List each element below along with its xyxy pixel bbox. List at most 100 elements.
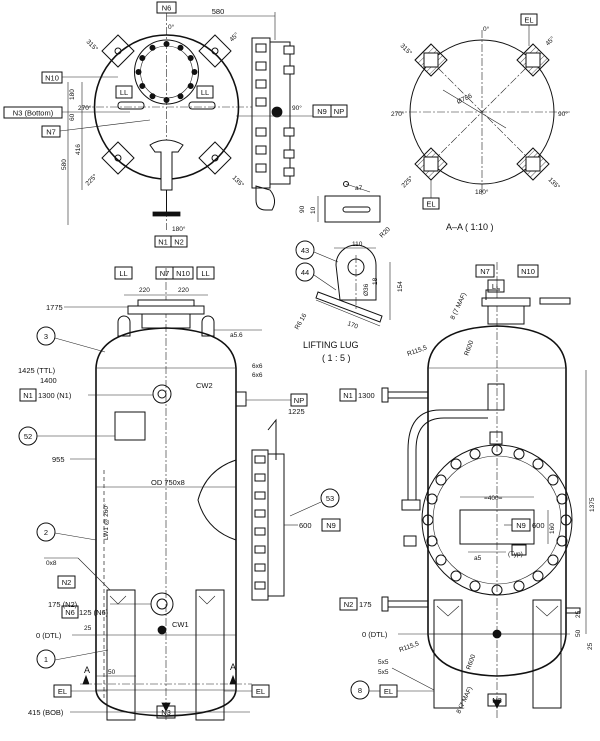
fv-n9-bolts [254, 455, 266, 590]
sv-dim-160: 160 [549, 523, 556, 534]
fv-od: OD 750x8 [151, 478, 185, 487]
aa-caption: A–A ( 1:10 ) [446, 222, 494, 232]
angle-45: 45° [228, 31, 241, 44]
sv-manway-bolts [422, 444, 572, 596]
ref-52: 52 [24, 432, 32, 441]
sv-n1: N1 [343, 391, 353, 400]
n10-label: N10 [45, 74, 59, 83]
sv-a5: a5 [474, 555, 482, 562]
sv-el-1300: 1300 [358, 391, 375, 400]
sv-el-175: 175 [359, 600, 372, 609]
ref-53-bubble [320, 488, 340, 508]
sv-dim-400: =400= [484, 495, 503, 502]
aa-angle-270: 270° [391, 110, 405, 118]
fv-np: NP [294, 396, 304, 405]
sv-r115-bot: R115,5 [398, 640, 420, 654]
lug-dim-18: 18 [372, 277, 379, 285]
fv-el-1425: 1425 (TTL) [18, 366, 56, 375]
fv-dim-220b: 220 [178, 287, 189, 294]
sv-dim-25a: 25 [575, 610, 582, 618]
aa-el-top: EL [524, 16, 533, 25]
sv-r600-bot: R600 [465, 653, 477, 670]
fv-dim-50: 50 [108, 669, 116, 676]
angle-0: 0° [168, 23, 175, 31]
lug-r6-16: R6 16 [294, 312, 309, 331]
aa-angle-135: 135° [547, 176, 562, 191]
aa-angle-315: 315° [399, 42, 414, 57]
ll-left-label: LL [120, 88, 128, 97]
lug-dim-90: 90 [299, 205, 306, 213]
fv-el-left: EL [58, 687, 67, 696]
fv-el-1775: 1775 [46, 303, 63, 312]
fv-cw2: CW2 [196, 381, 213, 390]
lug-plan [324, 195, 381, 223]
fv-weld-6x6b: 6x6 [252, 372, 263, 379]
fv-leg-left [106, 589, 136, 721]
ref-2-bubble [36, 522, 56, 542]
fv-el-415: 415 (BOB) [28, 708, 64, 717]
np-label: NP [334, 107, 344, 116]
aa-angle-0: 0° [483, 25, 490, 33]
lug-dim-170: 170 [346, 320, 359, 330]
flange-bolts-top [135, 41, 198, 104]
fv-el-125: 125 (N6) [79, 608, 109, 617]
sv-n10: N10 [521, 267, 535, 276]
lug-caption: LIFTING LUG [303, 340, 359, 350]
dim-180: 180 [69, 89, 76, 100]
sv-dim-1375: 1375 [589, 497, 596, 512]
top-view: N6 580 0° 315° 45° 225° 135° [3, 1, 348, 248]
sv-dim-25b: 25 [587, 642, 594, 650]
fv-n10: N10 [176, 269, 190, 278]
aa-leg-diamonds [414, 43, 550, 181]
sv-r600-top: R600 [463, 339, 475, 356]
fv-n9: N9 [326, 521, 336, 530]
ref-53: 53 [326, 494, 334, 503]
sv-weld-top: 8 (7 MAF) [449, 292, 468, 321]
fv-el-1400: 1400 [40, 376, 57, 385]
n9-flange-bolts [255, 43, 295, 177]
sv-ll: LL [492, 282, 500, 291]
fv-el-1225: 1225 [288, 407, 305, 416]
ll-right-label: LL [201, 88, 209, 97]
fv-el-1300: 1300 (N1) [38, 391, 72, 400]
section-aa: 0° 315° 45° 270° 90° 225° 135° 180° Ø786… [391, 13, 570, 232]
fv-el-25: 25 [84, 625, 92, 632]
lug-dia-36: Ø36 [363, 283, 370, 296]
sv-el-600: 600 [532, 521, 545, 530]
angle-180: 180° [172, 225, 186, 233]
sv-dim-50: 50 [575, 629, 582, 637]
ref-3: 3 [44, 332, 48, 341]
sv-leg-right [532, 599, 562, 709]
ref-1: 1 [44, 655, 48, 664]
n1-label: N1 [158, 238, 168, 247]
lifting-lug-detail: 90 10 a7 R20 110 Ø36 18 154 170 R6 16 43… [294, 181, 404, 363]
n3-bottom-label: N3 (Bottom) [13, 109, 54, 118]
aa-angle-90: 90° [558, 110, 568, 118]
sv-leg-left [433, 599, 463, 709]
fv-el-955: 955 [52, 455, 65, 464]
ref-44: 44 [301, 268, 309, 277]
ref-2: 2 [44, 528, 48, 537]
angle-90: 90° [292, 104, 302, 112]
sv-r115-top: R115,5 [406, 344, 428, 358]
aa-diameter: Ø786 [456, 93, 474, 106]
ref-43-bubble [295, 240, 315, 260]
fv-n1: N1 [23, 391, 33, 400]
sv-weld-bot: 8 (7 MAF) [455, 686, 474, 715]
sv-weld-5x5b: 5x5 [378, 669, 389, 676]
ref-3-bubble [36, 326, 56, 346]
front-view: LL N7 N10 LL 220 220 1775 3 a5.6 1425 (T… [18, 266, 341, 721]
fv-el-600: 600 [299, 521, 312, 530]
angle-135: 135° [231, 174, 246, 189]
aa-angle-45: 45° [544, 35, 557, 48]
lug-dim-10: 10 [310, 206, 317, 214]
aa-angle-225: 225° [400, 174, 415, 189]
fv-section-a-left: A [84, 665, 90, 675]
sv-typ: (Typ) [508, 551, 523, 558]
fv-n3: N3 [161, 708, 171, 717]
fv-weld-6x6a: 6x6 [252, 363, 263, 370]
fv-lw1: LW1 @ 260° [102, 503, 110, 540]
fv-el-right: EL [256, 687, 265, 696]
